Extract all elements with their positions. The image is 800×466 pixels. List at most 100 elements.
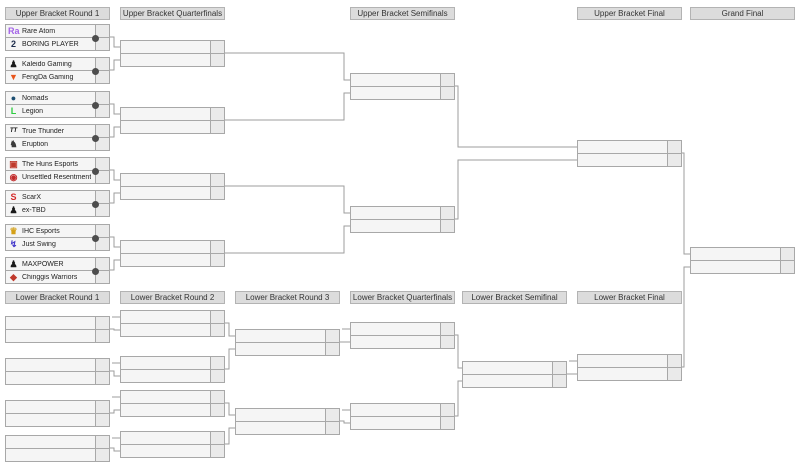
team-row[interactable]: ♟ MAXPOWER [6,258,109,270]
true-thunder-logo-icon: TT [9,128,18,134]
team-row[interactable]: ♟ Kaleido Gaming [6,58,109,70]
team-row[interactable]: ▣ The Huns Esports [6,158,109,170]
score-cell [95,317,109,329]
team-row[interactable]: L Legion [6,104,109,117]
match-info-icon[interactable] [92,268,99,275]
fengda-gaming-logo-icon: ▼ [9,72,18,82]
team-row[interactable]: ▼ FengDa Gaming [6,70,109,83]
team-row[interactable]: ↯ Just Swing [6,237,109,250]
team-row[interactable]: S ScarX [6,191,109,203]
score-cell [95,401,109,413]
team-name[interactable]: FengDa Gaming [22,73,74,81]
score-cell [210,324,224,336]
team-row[interactable]: Ra Rare Atom [6,25,109,37]
score-cell [780,261,794,273]
match-lb-r2-2 [120,356,225,383]
match-ub-qf-3 [120,173,225,200]
score-cell [440,220,454,232]
match-info-icon[interactable] [92,135,99,142]
team-row[interactable]: ♟ ex-TBD [6,203,109,216]
team-name[interactable]: MAXPOWER [22,260,64,268]
eruption-logo-icon: ♞ [9,139,18,149]
team-name[interactable]: Just Swing [22,240,56,248]
scarx-logo-icon: S [10,192,17,202]
match-info-icon[interactable] [92,168,99,175]
unsettled-resentment-logo-icon: ◉ [9,172,18,182]
match-lb-r2-1 [120,310,225,337]
match-lb-qf-1 [350,322,455,349]
chinggis-warriors-logo-icon: ◆ [10,272,17,282]
match-ub-qf-2 [120,107,225,134]
score-cell [210,432,224,444]
score-cell [440,323,454,335]
match-ub-r1-2[interactable]: ♟ Kaleido Gaming ▼ FengDa Gaming [5,57,110,84]
match-info-icon[interactable] [92,102,99,109]
team-row[interactable]: ◉ Unsettled Resentment [6,170,109,183]
nomads-logo-icon: ● [10,93,17,103]
team-name[interactable]: True Thunder [22,127,65,135]
match-ub-r1-8[interactable]: ♟ MAXPOWER ◆ Chinggis Warriors [5,257,110,284]
team-row[interactable]: ♛ IHC Esports [6,225,109,237]
header-lower-bracket-quarterfinals: Lower Bracket Quarterfinals [350,291,455,304]
team-row[interactable]: ◆ Chinggis Warriors [6,270,109,283]
score-cell [552,362,566,374]
match-lb-r2-4 [120,431,225,458]
team-name[interactable]: Legion [22,107,44,115]
team-row[interactable]: ♞ Eruption [6,137,109,150]
team-name[interactable]: The Huns Esports [22,160,79,168]
match-grand-final [690,247,795,274]
team-row[interactable]: TT True Thunder [6,125,109,137]
match-info-icon[interactable] [92,201,99,208]
team-name[interactable]: Unsettled Resentment [22,173,92,181]
score-cell [552,375,566,387]
team-name[interactable]: Nomads [22,94,49,102]
match-ub-r1-5[interactable]: ▣ The Huns Esports ◉ Unsettled Resentmen… [5,157,110,184]
match-ub-r1-7[interactable]: ♛ IHC Esports ↯ Just Swing [5,224,110,251]
match-info-icon[interactable] [92,235,99,242]
team-name[interactable]: ex-TBD [22,206,46,214]
score-cell [440,417,454,429]
team-name[interactable]: ScarX [22,193,42,201]
score-cell [210,174,224,186]
team-name[interactable]: BORING PLAYER [22,40,79,48]
score-cell [95,238,109,250]
score-cell [210,187,224,199]
match-ub-r1-1[interactable]: Ra Rare Atom 2 BORING PLAYER [5,24,110,51]
score-cell [210,54,224,66]
match-ub-final [577,140,682,167]
score-cell [667,141,681,153]
team-name[interactable]: Eruption [22,140,49,148]
match-ub-r1-4[interactable]: TT True Thunder ♞ Eruption [5,124,110,151]
team-name[interactable]: IHC Esports [22,227,60,235]
match-lb-r1-3 [5,400,110,427]
match-ub-r1-6[interactable]: S ScarX ♟ ex-TBD [5,190,110,217]
header-grand-final: Grand Final [690,7,795,20]
score-cell [95,138,109,150]
score-cell [210,41,224,53]
score-cell [325,343,339,355]
team-name[interactable]: Kaleido Gaming [22,60,72,68]
match-info-icon[interactable] [92,35,99,42]
kaleido-gaming-logo-icon: ♟ [9,59,18,69]
match-lb-r3-1 [235,329,340,356]
team-name[interactable]: Chinggis Warriors [22,273,78,281]
score-cell [95,125,109,137]
team-row[interactable]: 2 BORING PLAYER [6,37,109,50]
match-lb-r2-3 [120,390,225,417]
score-cell [325,330,339,342]
team-name[interactable]: Rare Atom [22,27,56,35]
score-cell [95,372,109,384]
score-cell [210,108,224,120]
score-cell [325,409,339,421]
the-huns-esports-logo-icon: ▣ [9,159,18,169]
score-cell [95,105,109,117]
score-cell [95,271,109,283]
score-cell [95,330,109,342]
match-info-icon[interactable] [92,68,99,75]
match-lb-r3-2 [235,408,340,435]
score-cell [95,359,109,371]
team-row[interactable]: ● Nomads [6,92,109,104]
match-ub-r1-3[interactable]: ● Nomads L Legion [5,91,110,118]
